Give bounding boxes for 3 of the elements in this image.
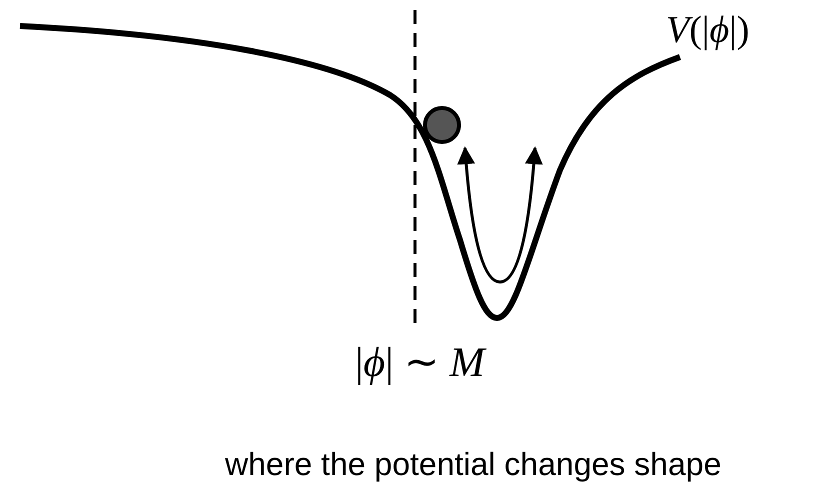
- math-label: V(|ϕ|): [666, 8, 750, 53]
- math-label: |ϕ| ∼ M: [355, 339, 485, 388]
- caption: where the potential changes shape: [225, 445, 722, 484]
